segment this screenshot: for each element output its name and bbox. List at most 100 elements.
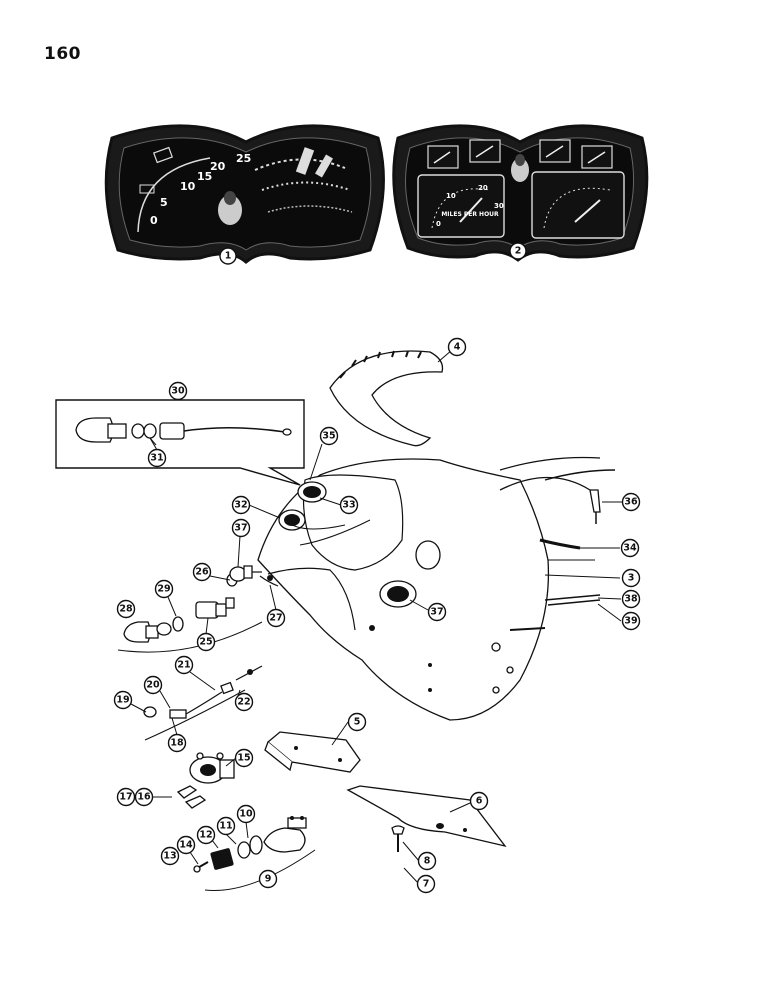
callout-label: 28	[119, 604, 133, 615]
callout-label: 18	[170, 738, 184, 749]
inset-box-part-30	[55, 392, 305, 486]
callout-15: 15	[225, 748, 254, 768]
callout-17: 17	[116, 787, 136, 807]
callout-31: 31	[147, 437, 167, 468]
cluster1-speed-number: 20	[210, 160, 226, 173]
svg-text:2: 2	[515, 246, 522, 257]
callout-2: 2	[509, 242, 527, 260]
cluster1-speed-number: 5	[160, 196, 168, 209]
callout-4: 4	[447, 337, 467, 357]
lighter-and-switch-parts	[117, 565, 279, 653]
cluster2-dial-number: 0	[436, 220, 441, 228]
callout-1: 1	[219, 246, 237, 265]
cluster1-speed-number: 0	[150, 214, 158, 227]
callout-22: 22	[234, 689, 254, 712]
callout-18: 18	[167, 717, 187, 753]
callout-label: 12	[199, 830, 212, 841]
callout-label: 31	[150, 453, 163, 464]
callout-9: 9	[258, 869, 278, 889]
callout-10: 10	[236, 804, 256, 839]
ignition-switch-parts	[176, 752, 235, 809]
callout-label: 11	[219, 821, 232, 832]
callout-label: 29	[157, 584, 170, 595]
callout-29: 29	[154, 579, 177, 617]
callout-11: 11	[216, 816, 237, 845]
callout-label: 4	[454, 342, 461, 353]
callout-36: 36	[602, 492, 641, 512]
callout-label: 13	[163, 851, 176, 862]
instrument-cover-part-4	[329, 349, 453, 447]
callout-8: 8	[402, 841, 437, 871]
callout-label: 19	[116, 695, 129, 706]
callout-16: 16	[134, 787, 172, 807]
cluster2-dial-number: 20	[478, 184, 488, 192]
callout-label: 5	[354, 717, 361, 728]
callout-37: 37	[231, 518, 251, 568]
cluster2-dial-number: 10	[446, 192, 456, 200]
switch-cable-parts	[143, 665, 263, 741]
callout-label: 6	[476, 796, 483, 807]
cluster1-speed-number: 10	[180, 180, 196, 193]
callout-13: 13	[160, 846, 180, 866]
callout-label: 37	[430, 607, 443, 618]
callout-label: 26	[195, 567, 209, 578]
callout-38: 38	[597, 589, 641, 609]
callout-5: 5	[331, 712, 367, 746]
callout-label: 27	[269, 613, 282, 624]
cluster1-speed-number: 25	[236, 152, 251, 165]
callout-label: 33	[342, 500, 355, 511]
callout-label: 15	[237, 753, 250, 764]
callout-label: 32	[234, 500, 247, 511]
callout-14: 14	[176, 835, 199, 865]
callout-label: 17	[119, 792, 132, 803]
cluster2-dial-number: 30	[494, 202, 504, 210]
callout-label: 39	[624, 616, 637, 627]
callout-label: 35	[322, 431, 335, 442]
callout-28: 28	[116, 599, 136, 619]
cluster1-speed-number: 15	[197, 170, 212, 183]
callout-label: 36	[624, 497, 638, 508]
callout-label: 14	[179, 840, 193, 851]
callout-label: 30	[171, 386, 185, 397]
callout-25: 25	[196, 617, 216, 652]
callout-20: 20	[143, 675, 171, 709]
callout-3: 3	[544, 568, 641, 588]
callout-21: 21	[174, 655, 216, 691]
callout-label: 21	[177, 660, 190, 671]
callout-37-dash: 37	[409, 599, 447, 622]
svg-text:1: 1	[225, 251, 232, 262]
callout-label: 10	[239, 809, 253, 820]
callout-label: 8	[424, 856, 431, 867]
callout-6: 6	[449, 791, 489, 813]
callout-label: 37	[234, 523, 247, 534]
callout-label: 9	[265, 874, 272, 885]
callout-label: 22	[237, 697, 250, 708]
callout-7: 7	[403, 867, 436, 894]
page-number: 160	[44, 44, 81, 64]
callout-label: 16	[137, 792, 151, 803]
callout-34: 34	[575, 538, 640, 558]
mph-dial-label: MILES PER HOUR	[441, 211, 499, 218]
instrument-cluster-2: MILES PER HOUR 0 10 20 30	[392, 124, 649, 262]
callout-30: 30	[168, 381, 188, 401]
callout-label: 3	[628, 573, 635, 584]
dash-housing-part-3	[257, 456, 616, 721]
light-switch-parts	[193, 816, 316, 891]
callout-label: 7	[423, 879, 430, 890]
callout-label: 38	[624, 594, 638, 605]
callout-12: 12	[196, 825, 219, 849]
plate-part-6	[346, 785, 507, 852]
callout-label: 20	[146, 680, 160, 691]
callout-35: 35	[309, 426, 339, 481]
callout-39: 39	[597, 603, 641, 631]
callout-26: 26	[192, 562, 231, 582]
callout-32: 32	[231, 495, 281, 519]
callout-label: 25	[199, 637, 212, 648]
callout-27: 27	[266, 584, 286, 628]
plate-part-5	[264, 731, 361, 773]
callout-19: 19	[113, 690, 147, 713]
callout-label: 34	[623, 543, 637, 554]
callout-33: 33	[319, 495, 359, 515]
